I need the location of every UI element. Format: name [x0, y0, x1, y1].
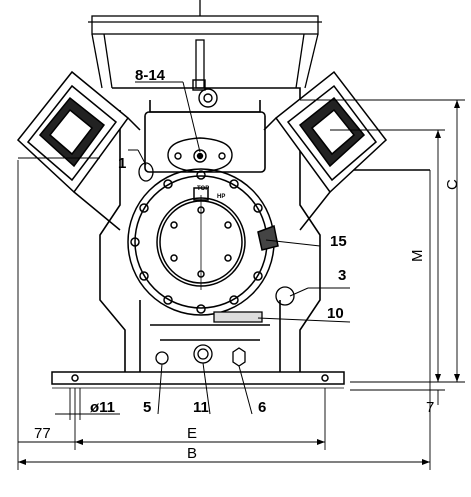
callout-3: 3 — [338, 267, 346, 284]
callout-5: 5 — [143, 399, 151, 416]
dimension-77-label: 77 — [34, 425, 51, 442]
callout-10: 10 — [327, 305, 344, 322]
callout-11: 11 — [193, 399, 209, 416]
callout-6: 6 — [258, 399, 266, 416]
dimension-c-label: C — [444, 179, 461, 190]
dimension-m-label: M — [409, 250, 426, 263]
callout-1: 1 — [118, 155, 126, 172]
callout-15: 15 — [330, 233, 347, 250]
left-cylinder-head — [16, 70, 141, 231]
base-plate — [51, 371, 345, 389]
bearing-cover — [127, 168, 279, 316]
leader-lines — [128, 81, 351, 415]
right-cylinder-head — [263, 70, 388, 231]
top-service-valve — [192, 79, 218, 108]
plate-text-top: TOP — [197, 186, 209, 192]
inner-bolts — [170, 206, 232, 278]
callout-diameter-11: ø11 — [90, 399, 115, 416]
pump-flange-plate — [167, 137, 233, 173]
top-lifting-bracket — [88, 0, 322, 89]
dimension-b-label: B — [187, 445, 197, 462]
dimension-7-label: 7 — [426, 399, 434, 416]
dimension-lines — [17, 99, 465, 470]
callout-8-14: 8-14 — [135, 67, 166, 84]
dimension-arrows — [18, 100, 460, 465]
fittings — [138, 162, 295, 367]
dimension-e-label: E — [187, 425, 197, 442]
plate-text-hp: HP — [217, 194, 225, 200]
